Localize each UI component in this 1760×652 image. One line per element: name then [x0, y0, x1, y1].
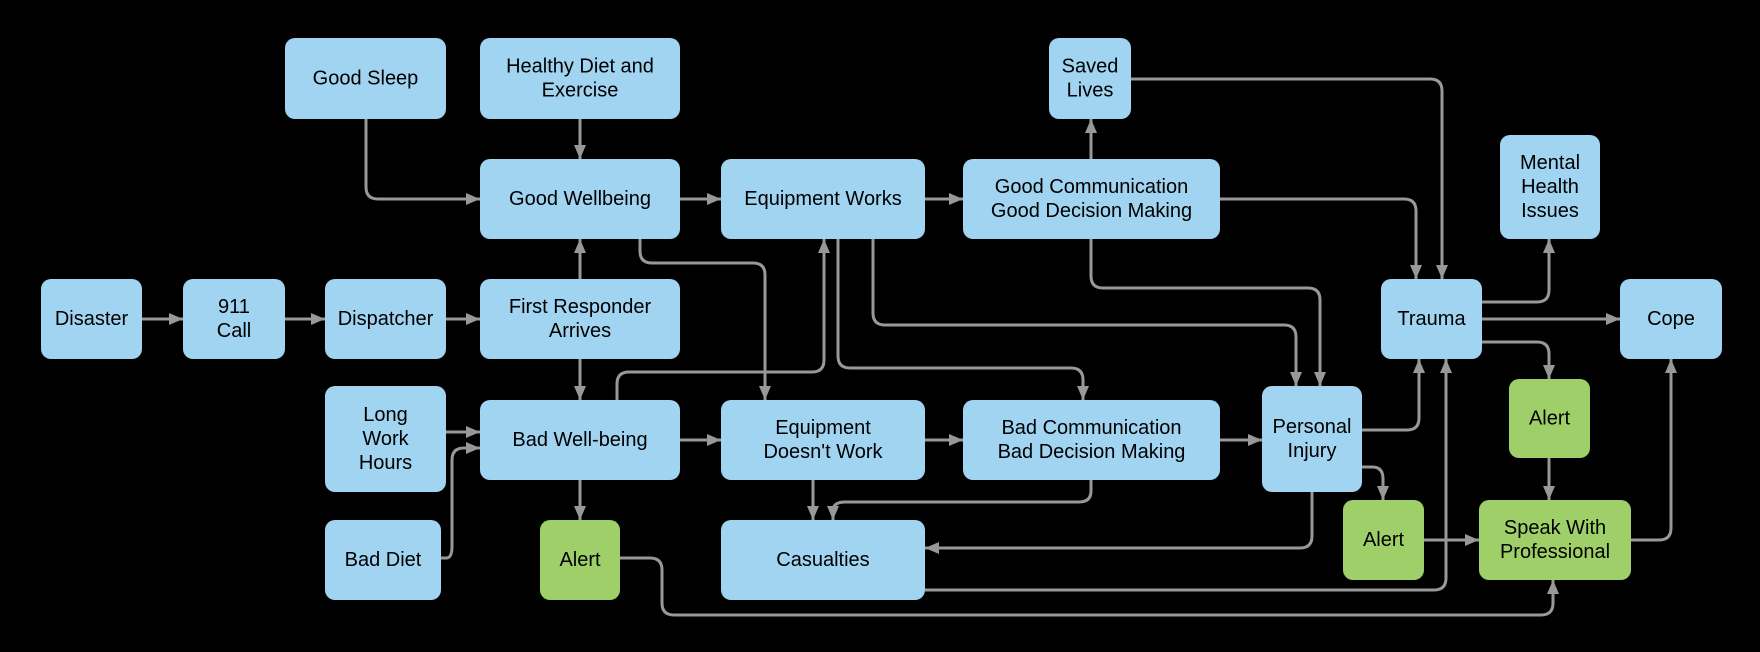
edge-speak-with-professional-to-cope — [1631, 359, 1677, 542]
node-alert-mid-label: Alert — [1363, 529, 1405, 551]
edge-good-communication-to-trauma — [1220, 197, 1422, 279]
node-good-wellbeing: Good Wellbeing — [480, 159, 680, 239]
node-call-911-box — [183, 279, 285, 359]
node-casualties-box — [721, 520, 925, 600]
node-bad-wellbeing-box — [480, 400, 680, 480]
node-casualties: Casualties — [721, 520, 925, 600]
node-bad-communication-box — [963, 400, 1220, 480]
edge-personal-injury-to-casualties — [925, 492, 1314, 554]
edge-casualties-to-trauma — [925, 359, 1452, 592]
node-alert-left-label: Alert — [559, 549, 601, 571]
edge-alert-left-to-speak-with-professional — [620, 556, 1559, 617]
node-cope-box — [1620, 279, 1722, 359]
edge-bad-wellbeing-to-equipment-works — [615, 239, 830, 400]
node-equipment-doesnt-work-box — [721, 400, 925, 480]
edge-personal-injury-to-trauma — [1362, 359, 1425, 432]
node-alert-left: Alert — [540, 520, 620, 600]
node-long-work-hours-box — [325, 386, 446, 492]
node-dispatcher-box — [325, 279, 446, 359]
edge-equipment-works-to-personal-injury — [871, 239, 1302, 386]
node-casualties-label: Casualties — [776, 549, 869, 571]
node-equipment-works-label: Equipment Works — [744, 188, 901, 210]
node-good-sleep-label: Good Sleep — [313, 68, 419, 90]
edge-good-communication-to-personal-injury — [1089, 239, 1326, 386]
node-good-wellbeing-box — [480, 159, 680, 239]
node-equipment-works-box — [721, 159, 925, 239]
node-disaster: Disaster — [41, 279, 142, 359]
edge-trauma-to-alert-top-right — [1482, 340, 1555, 379]
node-bad-wellbeing: Bad Well-being — [480, 400, 680, 480]
node-alert-top-right: Alert — [1509, 379, 1590, 458]
node-mental-health-issues-box — [1500, 135, 1600, 239]
node-bad-wellbeing-label: Bad Well-being — [512, 429, 647, 451]
edge-trauma-to-mental-health-issues — [1482, 239, 1555, 304]
node-dispatcher: Dispatcher — [325, 279, 446, 359]
node-dispatcher-label: Dispatcher — [338, 308, 434, 330]
node-good-wellbeing-label: Good Wellbeing — [509, 188, 651, 210]
node-trauma-box — [1381, 279, 1482, 359]
edge-equipment-works-to-bad-communication — [836, 239, 1089, 400]
node-alert-top-right-box — [1509, 379, 1590, 458]
node-alert-top-right-label: Alert — [1529, 408, 1571, 430]
node-alert-left-box — [540, 520, 620, 600]
edge-bad-communication-to-casualties — [827, 480, 1093, 520]
node-healthy-diet-box — [480, 38, 680, 119]
node-good-sleep: Good Sleep — [285, 38, 446, 119]
node-alert-mid-box — [1343, 500, 1424, 580]
node-bad-diet-box — [325, 520, 441, 600]
node-trauma-label: Trauma — [1397, 308, 1466, 330]
edge-saved-lives-to-trauma — [1131, 77, 1448, 279]
node-disaster-label: Disaster — [55, 308, 129, 330]
edge-personal-injury-to-alert-mid — [1362, 465, 1389, 500]
node-disaster-box — [41, 279, 142, 359]
node-personal-injury-box — [1262, 386, 1362, 492]
node-bad-diet-label: Bad Diet — [345, 549, 422, 571]
edge-bad-diet-to-bad-wellbeing — [441, 442, 480, 560]
node-equipment-works: Equipment Works — [721, 159, 925, 239]
node-saved-lives-box — [1049, 38, 1131, 119]
node-good-sleep-box — [285, 38, 446, 119]
node-alert-mid: Alert — [1343, 500, 1424, 580]
node-first-responder-arrives-box — [480, 279, 680, 359]
node-cope: Cope — [1620, 279, 1722, 359]
edge-good-wellbeing-to-equipment-doesnt-work — [638, 239, 771, 400]
node-bad-diet: Bad Diet — [325, 520, 441, 600]
node-cope-label: Cope — [1647, 308, 1695, 330]
node-trauma: Trauma — [1381, 279, 1482, 359]
node-speak-with-professional-box — [1479, 500, 1631, 580]
edge-good-sleep-to-good-wellbeing — [364, 119, 480, 205]
node-good-communication-box — [963, 159, 1220, 239]
